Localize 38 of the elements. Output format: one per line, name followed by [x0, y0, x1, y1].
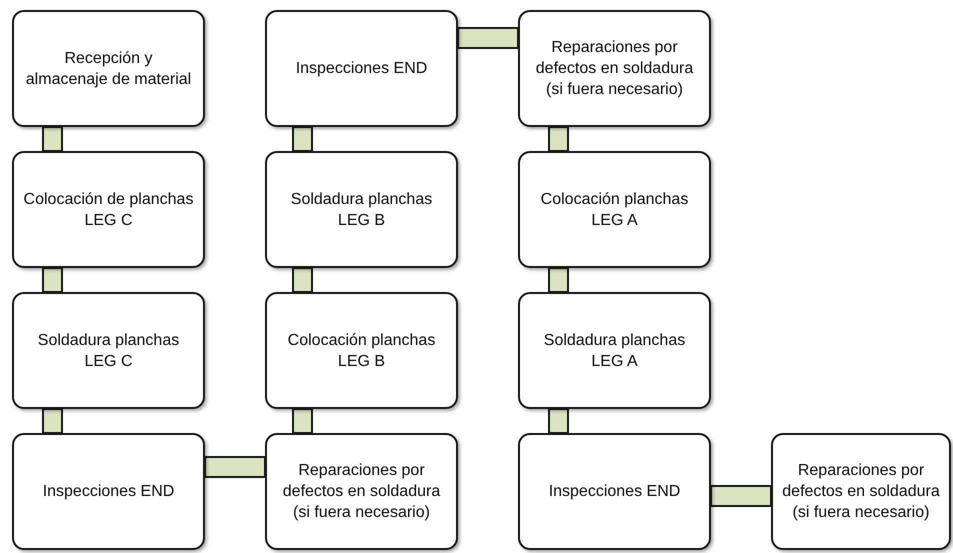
step-label: Reparaciones por defectos en soldadura (si fuera necesario) — [781, 461, 941, 523]
step-label: Colocación planchas LEG A — [540, 190, 690, 230]
step-label: Soldadura planchas LEG C — [36, 330, 180, 372]
process-box — [12, 10, 205, 127]
connector-bar — [292, 126, 313, 152]
connector-bar — [457, 27, 519, 49]
process-box — [265, 292, 458, 409]
process-box — [771, 433, 951, 550]
process-box — [518, 433, 711, 550]
process-box — [265, 151, 458, 268]
connector-bar — [548, 267, 569, 293]
process-box — [12, 433, 205, 550]
connector-bar — [548, 408, 569, 434]
process-box — [518, 292, 711, 409]
step-label: Colocación de planchas LEG C — [22, 190, 194, 230]
step-label: Inspecciones END — [548, 482, 680, 502]
step-label: Reparaciones por defectos en soldadura (si fuera necesario) — [534, 38, 694, 100]
process-box — [12, 151, 205, 268]
connector-bar — [204, 456, 266, 478]
connector-bar — [42, 408, 63, 434]
connector-bar — [42, 126, 63, 152]
connector-bar — [710, 485, 772, 507]
process-box — [518, 10, 711, 127]
step-label: Recepción y almacenaje de material — [24, 48, 192, 90]
process-box — [518, 151, 711, 268]
connector-bar — [42, 267, 63, 293]
step-label: Reparaciones por defectos en soldadura (si fuera necesario) — [282, 461, 442, 523]
step-label: Soldadura planchas LEG B — [290, 190, 434, 230]
step-label: Inspecciones END — [42, 482, 174, 502]
connector-bar — [292, 267, 313, 293]
process-box — [265, 10, 458, 127]
step-label: Soldadura planchas LEG A — [542, 330, 686, 372]
connector-bar — [292, 408, 313, 434]
process-box — [12, 292, 205, 409]
step-label: Colocación planchas LEG B — [286, 330, 436, 372]
process-box — [265, 433, 458, 550]
connector-bar — [548, 126, 569, 152]
step-label: Inspecciones END — [296, 59, 428, 79]
